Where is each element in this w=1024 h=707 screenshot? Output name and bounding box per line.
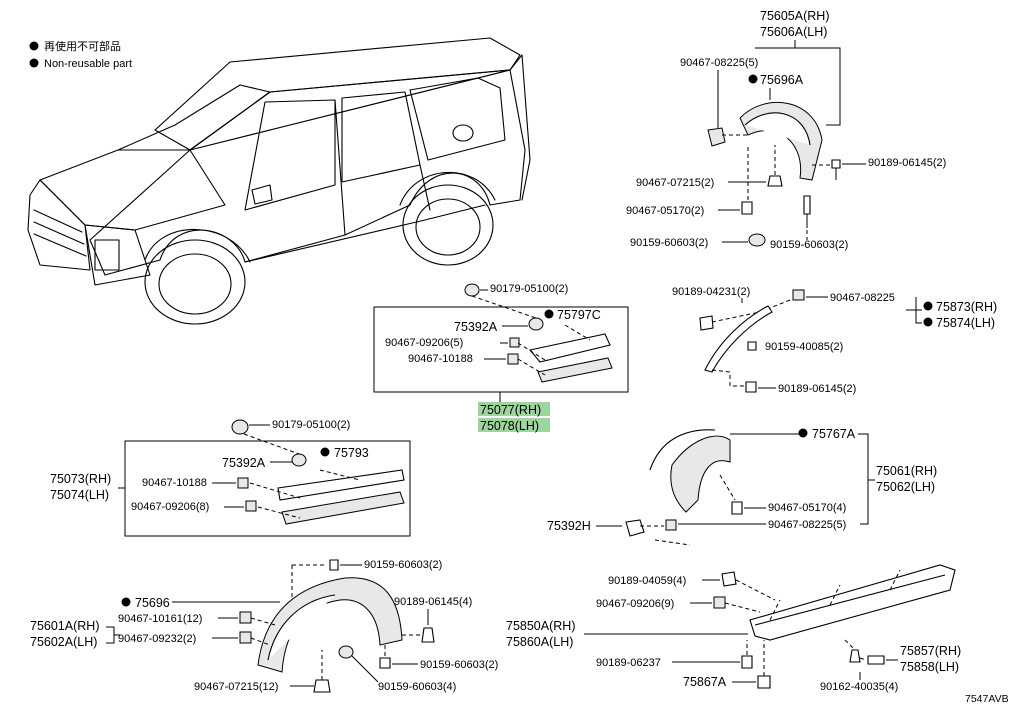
label-90467-07215-2: 90467-07215(2) (636, 177, 714, 189)
label-75767A: 75767A (812, 427, 856, 441)
label-75874: 75874(LH) (936, 316, 995, 330)
label-75392H: 75392H (547, 519, 591, 533)
legend: 再使用不可部品 Non-reusable part (29, 39, 132, 70)
label-90179-05100-2-a: 90179-05100(2) (490, 283, 568, 295)
label-90467-10188-a: 90467-10188 (408, 353, 473, 365)
label-75857: 75857(RH) (900, 644, 961, 658)
label-75602A: 75602A(LH) (30, 635, 97, 649)
label-75860A: 75860A(LH) (506, 635, 573, 649)
label-90467-09206-5: 90467-09206(5) (385, 337, 463, 349)
label-90189-06145-4: 90189-06145(4) (394, 596, 472, 608)
label-90189-04231-2: 90189-04231(2) (672, 286, 750, 298)
door-molding-group: 90179-05100(2) 75392A 75793 75073(RH) 75… (50, 419, 411, 537)
label-75867A: 75867A (683, 675, 727, 689)
label-90467-10188-b: 90467-10188 (142, 477, 207, 489)
label-75605A: 75605A(RH) (760, 9, 829, 23)
label-90467-08225-5: 90467-08225(5) (680, 57, 758, 69)
label-90159-60603-2-d: 90159-60603(2) (420, 659, 498, 671)
label-90189-06237: 90189-06237 (596, 657, 661, 669)
label-75793: 75793 (334, 446, 369, 460)
rear-fender-group: 75605A(RH) 75606A(LH) 90467-08225(5) 756… (626, 9, 946, 251)
rocker-panel-group: 90189-04059(4) 90467-09206(9) 75850A(RH)… (506, 564, 961, 693)
label-75858: 75858(LH) (900, 660, 959, 674)
label-75696A: 75696A (760, 73, 804, 87)
front-molding-group: 90179-05100(2) 75392A 75797C 90467-09206… (373, 283, 629, 433)
label-75073: 75073(RH) (50, 472, 111, 486)
label-90162-40035-4: 90162-40035(4) (820, 681, 898, 693)
label-90159-60603-2-c: 90159-60603(2) (364, 559, 442, 571)
label-75850A: 75850A(RH) (506, 619, 575, 633)
label-75392A-b: 75392A (222, 456, 266, 470)
label-90467-05170-4: 90467-05170(4) (768, 502, 846, 514)
label-90467-08225-5-b: 90467-08225(5) (768, 519, 846, 531)
label-90159-40085-2: 90159-40085(2) (765, 341, 843, 353)
label-90159-60603-2-b: 90159-60603(2) (770, 239, 848, 251)
label-75392A-a: 75392A (454, 320, 498, 334)
label-75696: 75696 (135, 596, 170, 610)
non-reusable-dot-icon (29, 58, 39, 68)
label-90467-09206-9: 90467-09206(9) (596, 598, 674, 610)
non-reusable-dot-icon (29, 41, 39, 51)
label-75797C: 75797C (557, 308, 601, 322)
quarter-flare-group: 75767A 75061(RH) 75062(LH) 90467-05170(4… (547, 427, 937, 546)
rear-bracket-group: 90189-04231(2) 90467-08225 75873(RH) 758… (672, 286, 997, 395)
front-fender-group: 90159-60603(2) 75696 90189-06145(4) 7560… (30, 559, 498, 693)
label-90467-09206-8: 90467-09206(8) (131, 501, 209, 513)
label-75078: 75078(LH) (480, 419, 539, 433)
label-90467-05170-2: 90467-05170(2) (626, 205, 704, 217)
label-90159-60603-4: 90159-60603(4) (378, 681, 456, 693)
label-90467-07215-12: 90467-07215(12) (194, 681, 278, 693)
label-90159-60603-2-a: 90159-60603(2) (630, 237, 708, 249)
label-75606A: 75606A(LH) (760, 25, 827, 39)
label-75074: 75074(LH) (50, 488, 109, 502)
label-90467-10161-12: 90467-10161(12) (118, 613, 202, 625)
label-75601A: 75601A(RH) (30, 619, 99, 633)
legend-en: Non-reusable part (44, 58, 132, 70)
diagram-code: 7547AVB (965, 693, 1009, 705)
label-90189-06145-2: 90189-06145(2) (868, 157, 946, 169)
label-90189-04059-4: 90189-04059(4) (608, 575, 686, 587)
label-75873: 75873(RH) (936, 300, 997, 314)
vehicle-illustration (27, 37, 531, 325)
label-75077: 75077(RH) (480, 403, 541, 417)
label-90179-05100-2-b: 90179-05100(2) (272, 419, 350, 431)
label-90467-09232-2: 90467-09232(2) (118, 633, 196, 645)
legend-jp: 再使用不可部品 (44, 39, 121, 53)
label-90189-06145-2-b: 90189-06145(2) (778, 383, 856, 395)
label-90467-08225: 90467-08225 (830, 292, 895, 304)
label-75062: 75062(LH) (876, 480, 935, 494)
label-75061: 75061(RH) (876, 464, 937, 478)
